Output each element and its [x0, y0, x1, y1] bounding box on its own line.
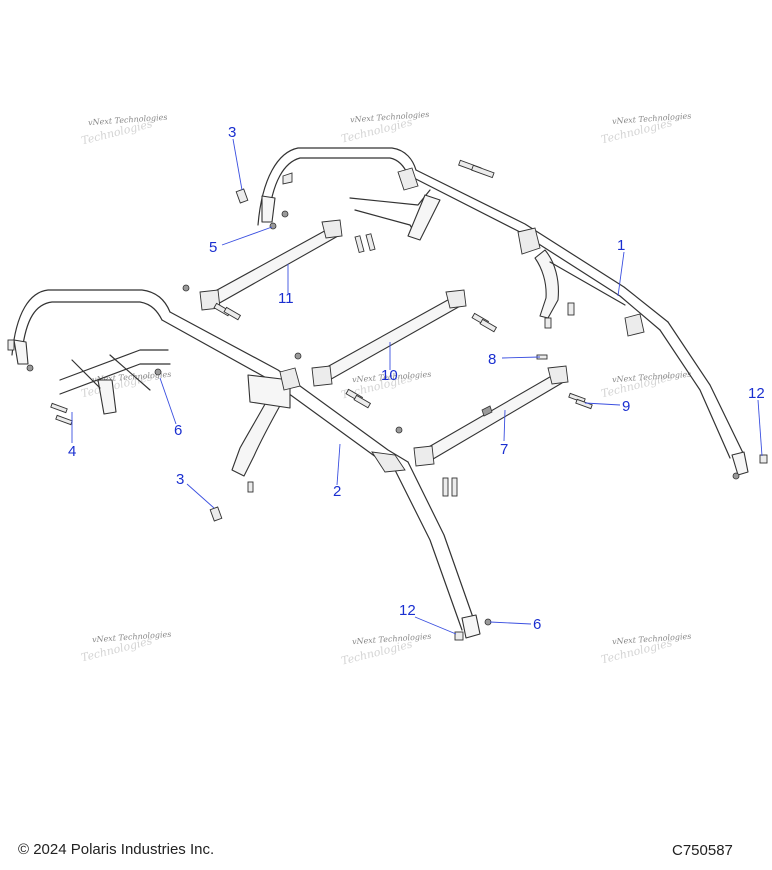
watermark: Technologies vNext Technologies	[80, 113, 168, 148]
bolt	[235, 188, 249, 204]
bolt-pair	[354, 233, 376, 254]
front-cage-frame	[11, 289, 481, 639]
callout-10: 10	[381, 367, 398, 384]
watermark: Technologies vNext Technologies	[600, 111, 692, 146]
bolt-pair	[458, 159, 495, 179]
watermark: Technologies vNext Technologies	[600, 632, 692, 667]
bolt-pair	[568, 392, 593, 410]
cross-bar-7	[413, 365, 569, 467]
bolt	[759, 454, 768, 464]
bolt	[544, 317, 552, 329]
callout-2: 2	[333, 483, 341, 500]
watermark: Technologies vNext Technologies	[340, 110, 430, 146]
callout-1: 1	[617, 237, 625, 254]
callout-4: 4	[68, 443, 76, 460]
nut	[294, 352, 302, 360]
cross-bar-11	[199, 219, 343, 311]
callouts: 1 2 3 3 4 5 6 6 7 8 9 10 11 12 12	[68, 124, 765, 633]
callout-3: 3	[228, 124, 236, 141]
callout-8: 8	[488, 351, 496, 368]
nut	[154, 368, 162, 376]
watermark: Technologies vNext Technologies	[600, 370, 692, 401]
callout-12: 12	[748, 385, 765, 402]
figure-id: C750587	[672, 842, 733, 859]
bolt-pair	[50, 402, 73, 426]
watermarks: Technologies vNext Technologies Technolo…	[80, 110, 692, 668]
nut	[269, 222, 277, 230]
callout-7: 7	[500, 441, 508, 458]
watermark: Technologies vNext Technologies	[80, 630, 172, 665]
nut	[26, 364, 34, 372]
bolt-pair	[345, 388, 372, 409]
bolt-pair	[213, 302, 242, 321]
nut	[281, 210, 289, 218]
leader-lines	[71, 138, 763, 635]
copyright-notice: © 2024 Polaris Industries Inc.	[18, 841, 215, 858]
bolt	[247, 481, 254, 493]
watermark: Technologies vNext Technologies	[340, 632, 432, 668]
callout-9: 9	[622, 398, 630, 415]
bolt	[7, 339, 15, 351]
hardware	[7, 159, 768, 641]
callout-11: 11	[278, 290, 294, 307]
callout-3: 3	[176, 471, 184, 488]
rear-cage-frame	[257, 147, 749, 476]
bolt-pair	[471, 312, 498, 333]
bolt-pair	[442, 477, 458, 497]
bolt	[454, 631, 464, 641]
callout-6: 6	[533, 616, 541, 633]
bolt	[209, 506, 223, 522]
callout-6: 6	[174, 422, 182, 439]
nut	[395, 426, 403, 434]
cross-bar-10	[311, 289, 467, 387]
callout-5: 5	[209, 239, 217, 256]
nut	[732, 472, 740, 480]
callout-12: 12	[399, 602, 416, 619]
bolt	[567, 302, 575, 316]
nut	[182, 284, 190, 292]
